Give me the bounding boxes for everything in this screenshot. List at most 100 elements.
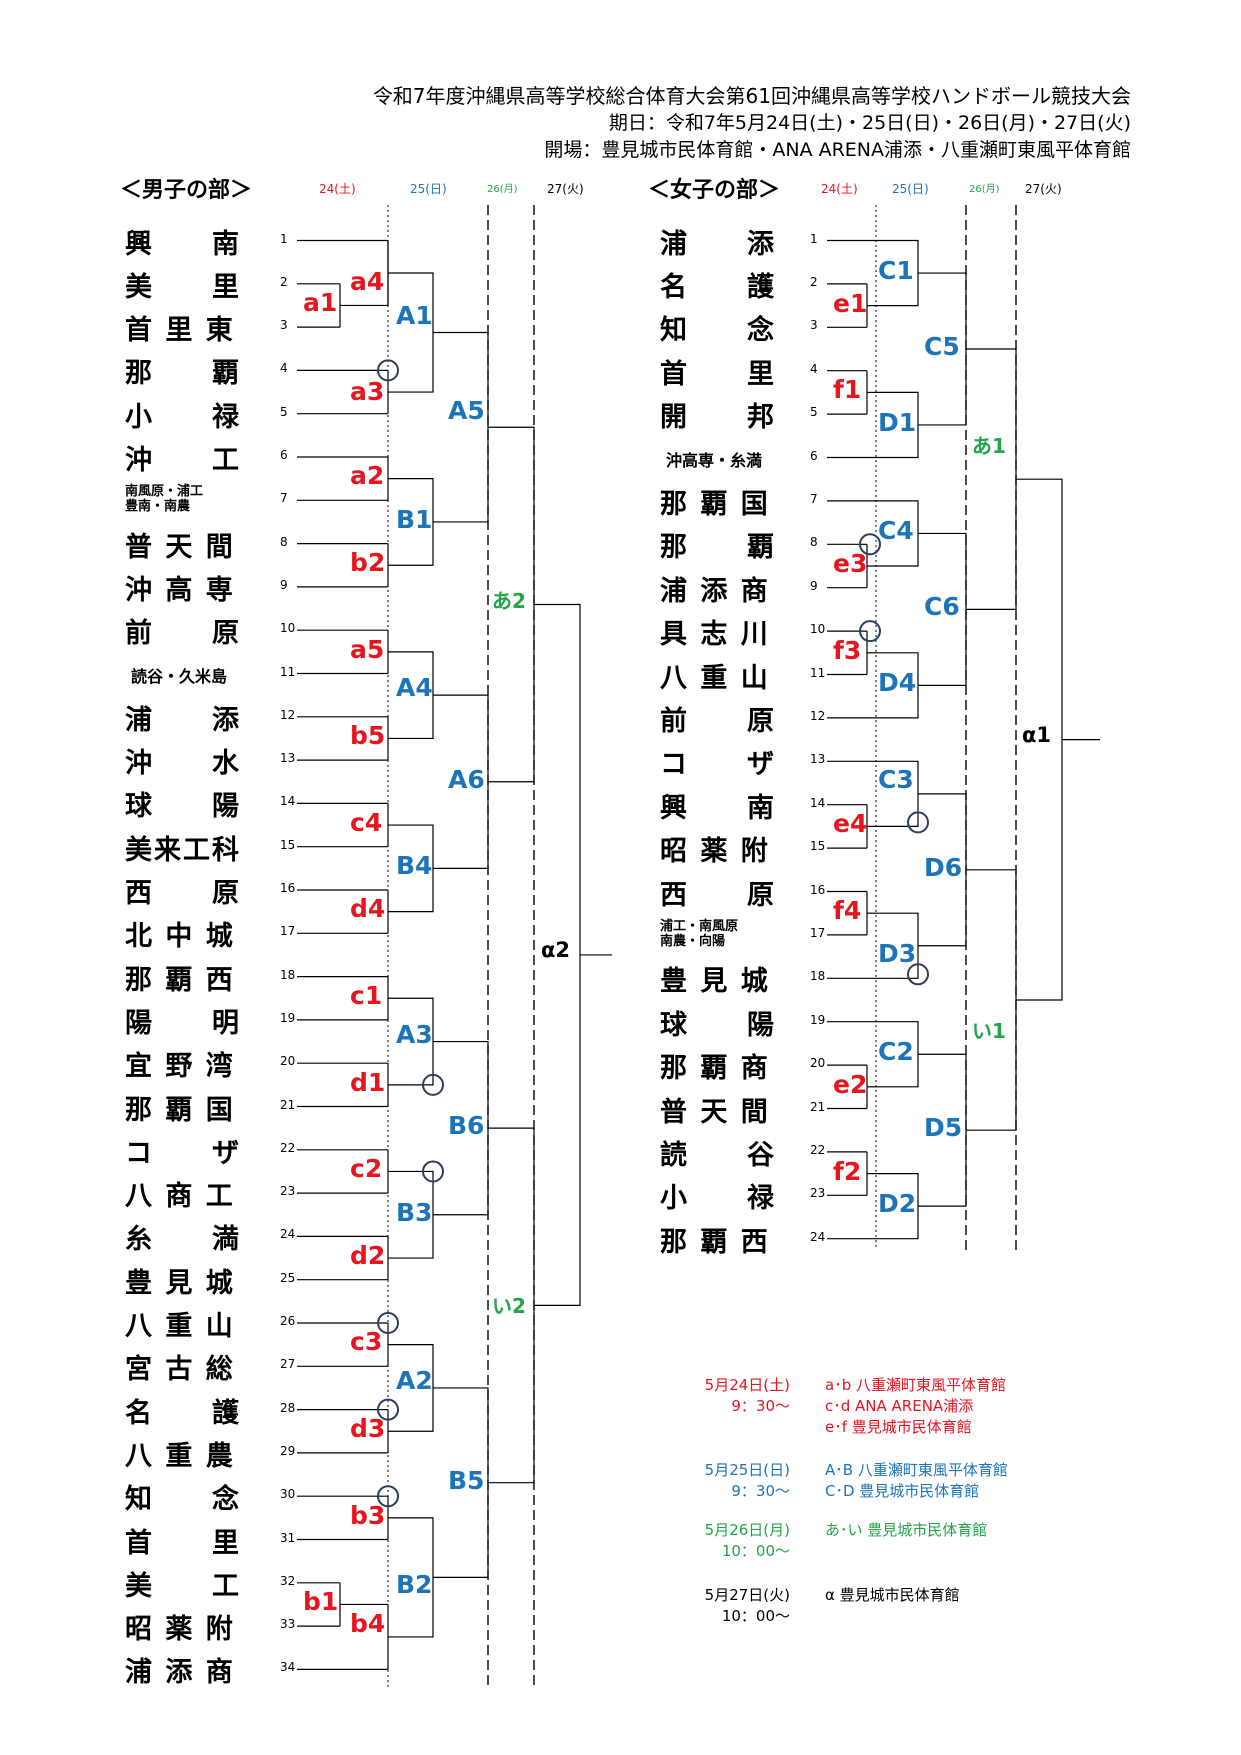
women-team-24: 那 覇 西 (660, 1226, 770, 1258)
men-seed-5: 5 (280, 404, 288, 419)
match-label-c2: c2 (350, 1154, 383, 1184)
match-label-d1: d1 (350, 1067, 386, 1097)
men-seed-34: 34 (280, 1660, 296, 1675)
seed-circle-mark (422, 1073, 444, 1096)
women-seed-17: 17 (810, 925, 826, 940)
women-seed-7: 7 (810, 491, 818, 506)
women-team-12: 前 原 (660, 705, 776, 737)
match-label-C6: C6 (924, 592, 960, 622)
women-seed-12: 12 (810, 708, 826, 723)
men-team-17: 北 中 城 (125, 921, 235, 953)
men-team-11: 読谷・久米島 (131, 666, 228, 686)
women-team-2: 名 護 (660, 271, 776, 303)
men-seed-4: 4 (280, 361, 288, 376)
women-team-14: 興 南 (660, 792, 776, 824)
men-team-5: 小 禄 (125, 401, 241, 433)
women-team-15: 昭 薬 附 (660, 836, 770, 868)
schedule-venue-line: c･d ANA ARENA浦添 (825, 1397, 974, 1415)
men-seed-13: 13 (280, 751, 296, 766)
match-label-D4: D4 (878, 668, 917, 698)
men-team-16: 西 原 (125, 878, 241, 909)
match-label-D3: D3 (878, 938, 917, 968)
match-label-d3: d3 (350, 1413, 386, 1443)
men-seed-1: 1 (280, 231, 288, 246)
women-seed-22: 22 (810, 1142, 826, 1157)
women-section-heading: ＜女子の部＞ (648, 178, 781, 203)
match-label-b5: b5 (350, 721, 386, 751)
men-team-4: 那 覇 (125, 358, 241, 390)
men-team-7: 南風原・浦工豊南・南農 (125, 484, 203, 514)
schedule-date-text: 5月24日(土) (704, 1376, 790, 1394)
match-label-a4: a4 (350, 266, 385, 296)
men-team-21: 那 覇 国 (125, 1094, 235, 1126)
match-label-B4: B4 (396, 851, 433, 881)
men-team-8: 普 天 間 (125, 531, 235, 563)
seed-circle-mark (907, 811, 929, 834)
schedule-date-text: 5月25日(日) (704, 1461, 790, 1479)
women-seed-23: 23 (810, 1186, 826, 1201)
women-team-20: 那 覇 商 (660, 1053, 770, 1085)
schedule-date-3: 5月26日(月)10：00～ (690, 1520, 790, 1562)
women-seed-19: 19 (810, 1012, 826, 1027)
men-seed-15: 15 (280, 837, 296, 852)
match-label-B5: B5 (448, 1465, 485, 1495)
match-label-b1: b1 (303, 1587, 339, 1617)
men-team-31: 首 里 (125, 1527, 241, 1559)
schedule-time-text: 10：00～ (721, 1607, 790, 1625)
match-label-C5: C5 (924, 332, 960, 361)
match-label-a1: a1 (303, 288, 338, 318)
women-team-23: 小 禄 (660, 1183, 776, 1215)
women-team-7: 那 覇 国 (660, 488, 770, 520)
schedule-date-text: 5月26日(月) (704, 1521, 790, 1539)
seed-circle-mark (422, 1160, 444, 1183)
men-seed-6: 6 (280, 448, 288, 462)
match-label-c1: c1 (350, 980, 383, 1010)
men-seed-11: 11 (280, 664, 296, 679)
match-label-C4: C4 (878, 516, 914, 546)
women-seed-21: 21 (810, 1099, 826, 1114)
schedule-venue-line: A･B 八重瀬町東風平体育館 (825, 1461, 1008, 1479)
women-seed-9: 9 (810, 578, 818, 593)
match-label-d4: d4 (350, 894, 386, 924)
women-seed-10: 10 (810, 622, 826, 637)
match-label-e2: e2 (833, 1069, 868, 1099)
match-label-C2: C2 (878, 1037, 914, 1067)
men-team-1: 興 南 (125, 228, 241, 260)
women-seed-2: 2 (810, 274, 818, 289)
men-team-13: 沖 水 (125, 748, 241, 780)
men-seed-33: 33 (280, 1617, 296, 1632)
match-label-f1: f1 (833, 375, 862, 405)
women-seed-20: 20 (810, 1056, 826, 1071)
men-team-6: 沖 工 (125, 445, 241, 476)
match-label-c3: c3 (350, 1327, 383, 1357)
schedule-venues-4: α 豊見城市民体育館 (825, 1585, 960, 1606)
men-team-19: 陽 明 (125, 1007, 241, 1039)
men-seed-29: 29 (280, 1443, 296, 1458)
match-label-i2-round3: い2 (492, 1294, 526, 1319)
women-day-26: 26(月) (969, 184, 1000, 195)
bracket-line (966, 869, 1017, 1131)
men-team-15: 美来工科 (125, 834, 241, 866)
men-day-25: 25(日) (410, 182, 447, 196)
women-seed-3: 3 (810, 318, 818, 333)
match-label-D5: D5 (924, 1113, 963, 1143)
men-seed-17: 17 (280, 924, 296, 939)
schedule-date-4: 5月27日(火)10：00～ (690, 1585, 790, 1627)
match-label-a2-round3: あ2 (492, 589, 526, 614)
men-seed-32: 32 (280, 1573, 296, 1588)
match-label-b3: b3 (350, 1500, 386, 1530)
men-team-26: 八 重 山 (125, 1311, 235, 1342)
match-label-a1-round3: あ1 (972, 434, 1006, 459)
women-team-5: 開 邦 (660, 402, 776, 434)
match-label-C1: C1 (878, 256, 914, 286)
women-seed-16: 16 (810, 882, 826, 897)
match-label-A6: A6 (448, 764, 485, 794)
men-seed-10: 10 (280, 621, 296, 636)
women-seed-14: 14 (810, 795, 826, 810)
men-seed-21: 21 (280, 1097, 296, 1112)
women-team-17: 浦工・南風原南農・向陽 (660, 919, 738, 949)
men-team-34: 浦 添 商 (125, 1657, 235, 1689)
men-seed-28: 28 (280, 1400, 296, 1415)
men-team-29: 八 重 農 (125, 1440, 235, 1472)
